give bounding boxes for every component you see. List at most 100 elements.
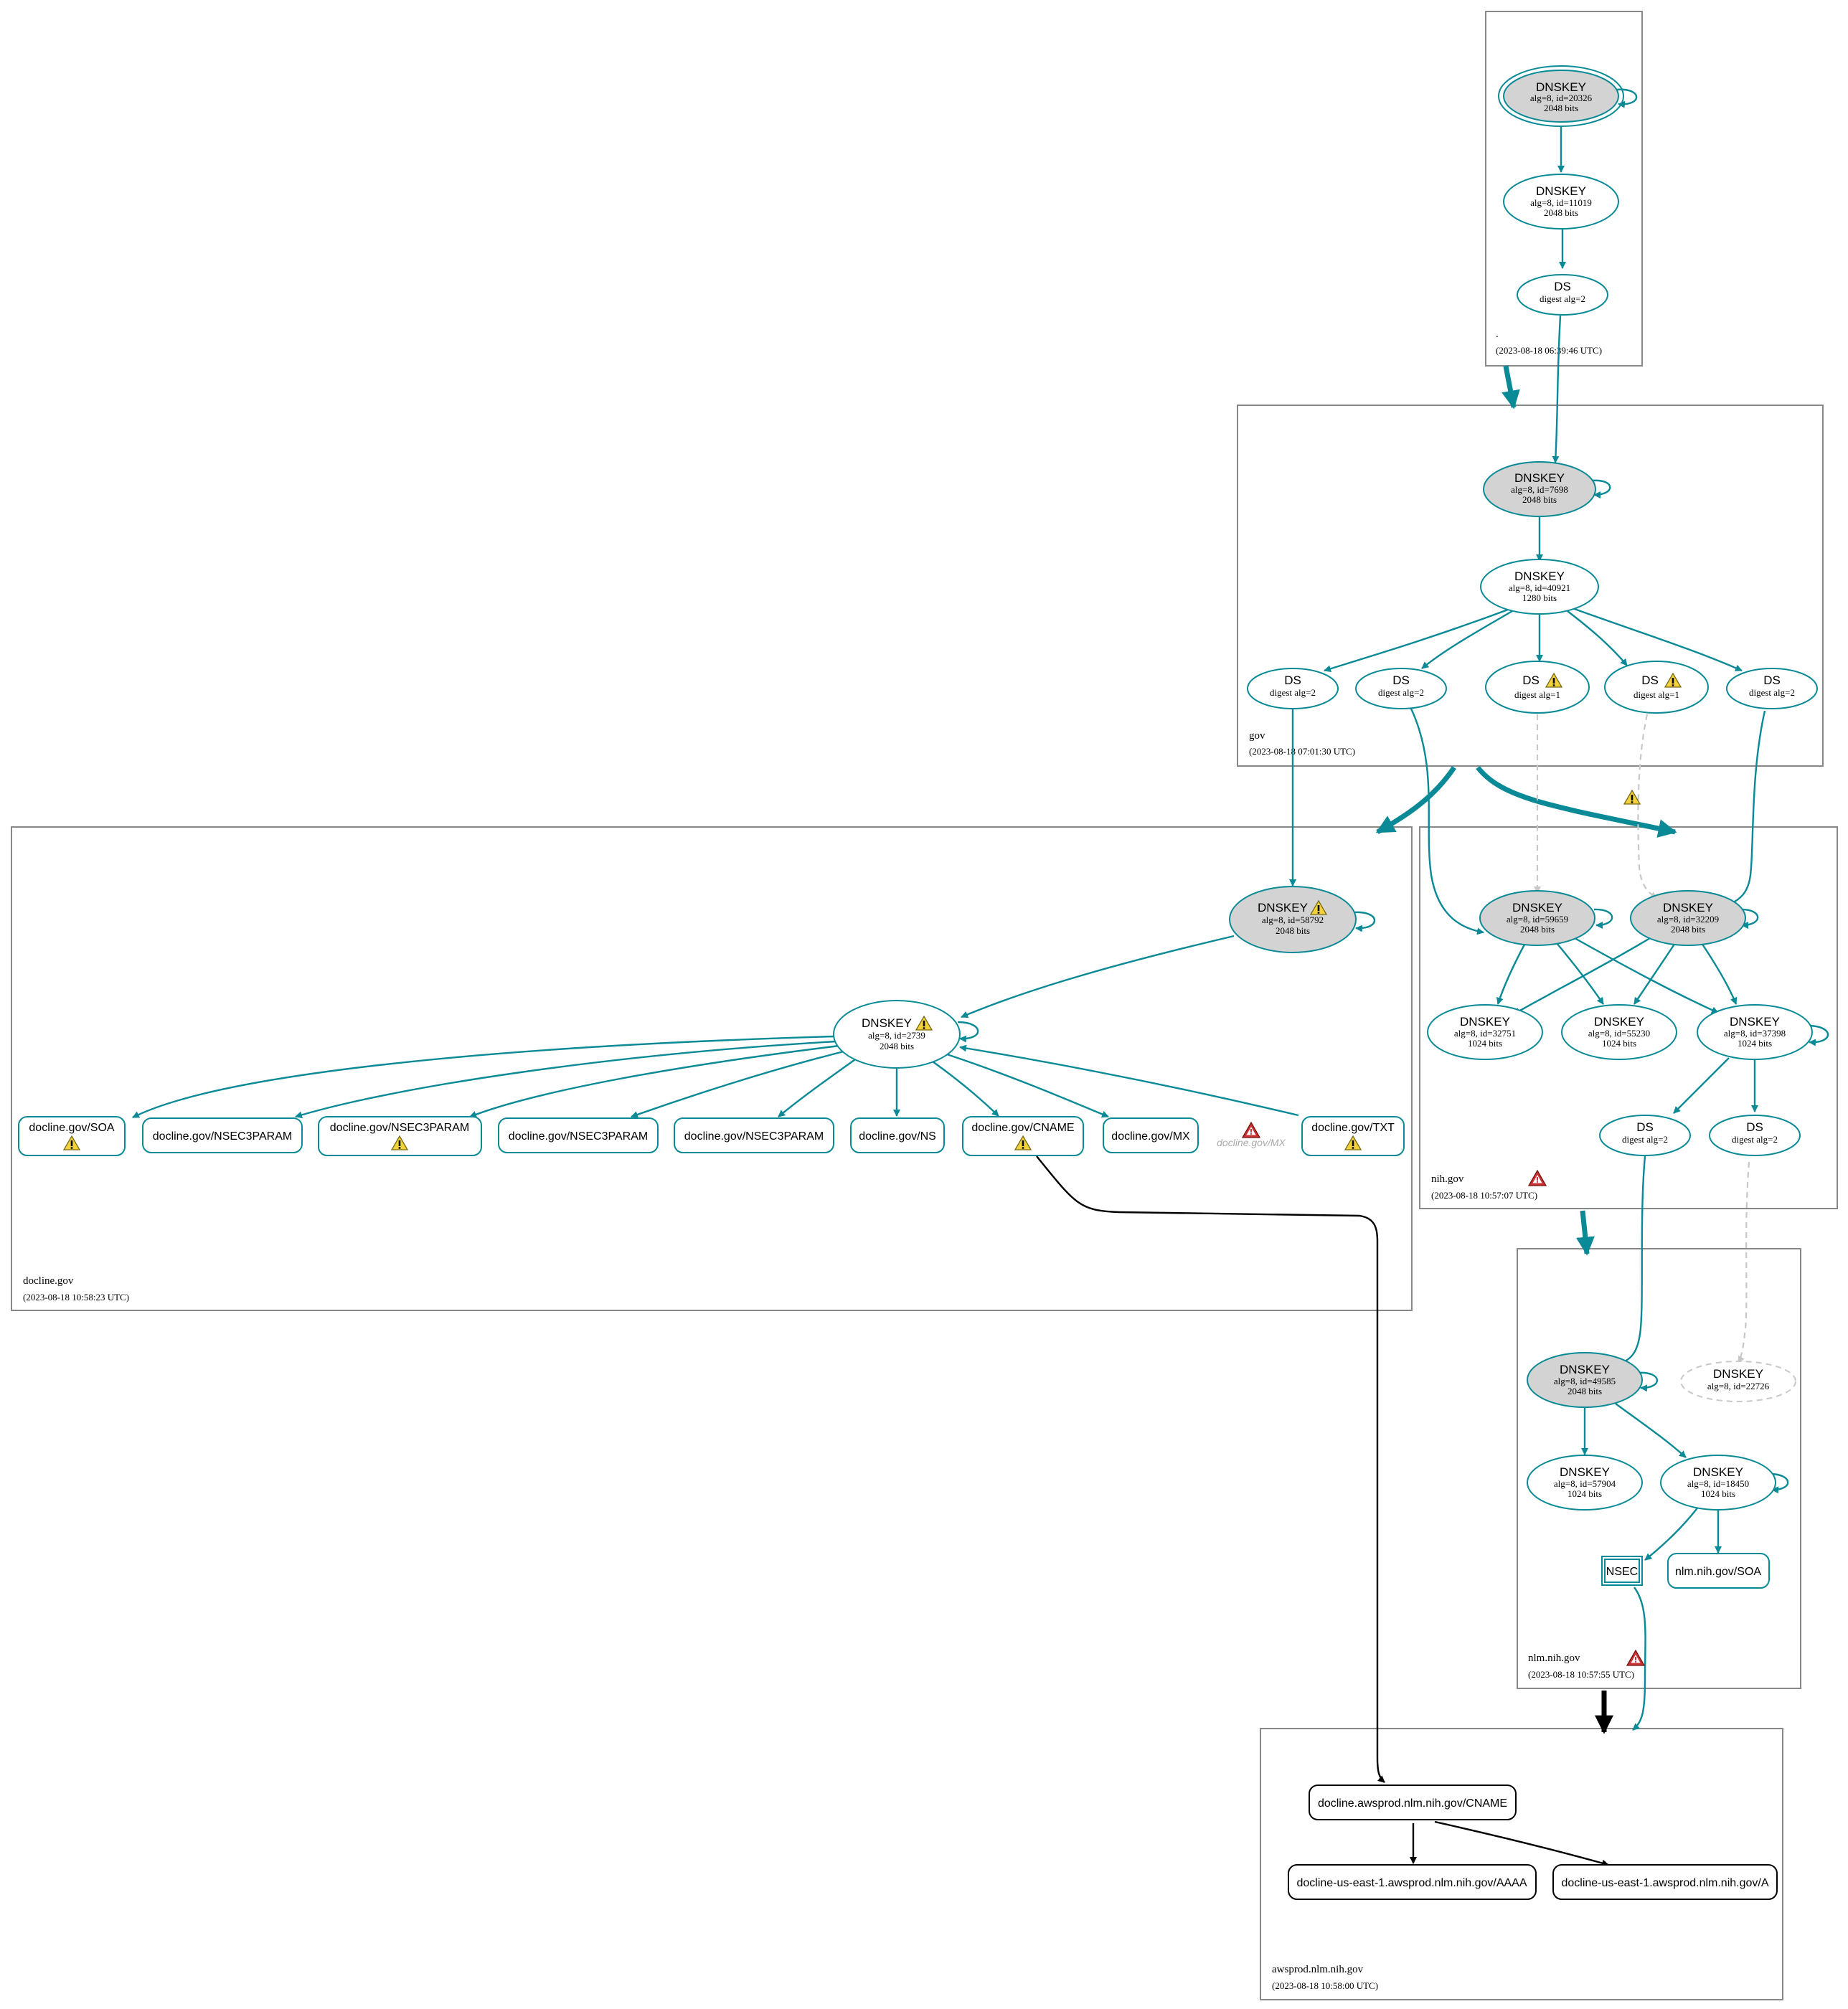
nih-ksk1-bits: 2048 bits xyxy=(1520,924,1555,935)
nlm-zsk1-title: DNSKEY xyxy=(1560,1465,1610,1479)
nlm-soa-rrset[interactable]: nlm.nih.gov/SOA xyxy=(1667,1553,1770,1589)
doc-cname-label: docline.gov/CNAME xyxy=(971,1122,1074,1134)
nih-zsk3-bits: 1024 bits xyxy=(1738,1038,1772,1049)
aws-aaaa-rrset[interactable]: docline-us-east-1.awsprod.nlm.nih.gov/AA… xyxy=(1288,1864,1537,1900)
nlm-nsec-node[interactable]: NSEC xyxy=(1601,1556,1643,1586)
doc-nsec3param3-rrset[interactable]: docline.gov/NSEC3PARAM xyxy=(498,1117,659,1153)
nih-ds2-node[interactable]: DS digest alg=2 xyxy=(1709,1115,1801,1156)
doc-mx-label: docline.gov/MX xyxy=(1111,1130,1190,1143)
gov-ds5-title: DS xyxy=(1763,673,1781,687)
edge-nlm-nsec-awsprod xyxy=(1632,1587,1646,1731)
nlm-zsk1-node[interactable]: DNSKEY alg=8, id=57904 1024 bits xyxy=(1527,1455,1643,1511)
doc-ksk-node[interactable]: DNSKEY alg=8, id=58792 2048 bits xyxy=(1229,886,1357,953)
zone-nih: nih.gov (2023-08-18 10:57:07 UTC) xyxy=(1419,826,1838,1209)
nih-ksk2-title: DNSKEY xyxy=(1663,901,1713,914)
edge-nih-ksk2-self xyxy=(1739,908,1759,929)
nlm-zsk1-id: alg=8, id=57904 xyxy=(1554,1478,1616,1489)
edge-doc-cname-aws-cname xyxy=(1036,1155,1385,1783)
zone-nih-time: (2023-08-18 10:57:07 UTC) xyxy=(1431,1190,1537,1201)
nih-ds2-digest: digest alg=2 xyxy=(1732,1134,1778,1145)
nlm-nsec-label: NSEC xyxy=(1606,1566,1638,1578)
gov-ds3-node[interactable]: DS digest alg=1 xyxy=(1485,661,1590,714)
gov-ds4-node[interactable]: DS digest alg=1 xyxy=(1604,661,1709,714)
zone-awsprod-name: awsprod.nlm.nih.gov xyxy=(1272,1964,1364,1975)
edge-doc-ksk-self xyxy=(1354,911,1376,932)
nih-ds2-title: DS xyxy=(1746,1120,1763,1134)
nih-zsk2-title: DNSKEY xyxy=(1594,1015,1644,1029)
gov-ds2-node[interactable]: DS digest alg=2 xyxy=(1355,668,1447,709)
gov-zsk-bits: 1280 bits xyxy=(1522,592,1557,603)
root-ds-node[interactable]: DS digest alg=2 xyxy=(1517,274,1608,316)
root-ksk-title: DNSKEY xyxy=(1536,80,1586,94)
edge-aws-cname-a xyxy=(1434,1820,1609,1867)
root-zsk-bits: 2048 bits xyxy=(1544,207,1578,218)
nih-ds1-node[interactable]: DS digest alg=2 xyxy=(1599,1115,1691,1156)
doc-ns-rrset[interactable]: docline.gov/NS xyxy=(850,1117,945,1153)
delegation-nih-nlm xyxy=(1576,1210,1595,1256)
nih-zsk1-node[interactable]: DNSKEY alg=8, id=32751 1024 bits xyxy=(1427,1004,1543,1060)
nih-ksk2-node[interactable]: DNSKEY alg=8, id=32209 2048 bits xyxy=(1630,890,1746,946)
doc-mx-missing-rrset[interactable]: docline.gov/MX xyxy=(1217,1122,1286,1148)
doc-zsk-id: alg=8, id=2739 xyxy=(868,1030,925,1041)
edge-gov-ds5-nih-ksk2 xyxy=(1727,710,1766,907)
edge-gov-zsk-ds2 xyxy=(1421,610,1513,669)
nih-zsk1-id: alg=8, id=32751 xyxy=(1454,1028,1516,1039)
doc-nsec3param1-rrset[interactable]: docline.gov/NSEC3PARAM xyxy=(142,1117,303,1153)
doc-nsec3param4-rrset[interactable]: docline.gov/NSEC3PARAM xyxy=(674,1117,834,1153)
nih-ksk2-bits: 2048 bits xyxy=(1671,924,1705,935)
doc-cname-rrset[interactable]: docline.gov/CNAME xyxy=(962,1116,1084,1156)
nih-zsk1-bits: 1024 bits xyxy=(1468,1038,1502,1049)
edge-nih-ksk1-zsk2 xyxy=(1556,942,1604,1005)
aws-cname-rrset[interactable]: docline.awsprod.nlm.nih.gov/CNAME xyxy=(1309,1785,1517,1820)
aws-a-rrset[interactable]: docline-us-east-1.awsprod.nlm.nih.gov/A xyxy=(1552,1864,1778,1900)
doc-ksk-title: DNSKEY xyxy=(1258,901,1308,914)
doc-soa-rrset[interactable]: docline.gov/SOA xyxy=(18,1116,126,1156)
doc-mx-rrset[interactable]: docline.gov/MX xyxy=(1103,1117,1199,1153)
edge-nih-zsk3-ds1 xyxy=(1673,1057,1730,1114)
root-ds-title: DS xyxy=(1554,280,1571,293)
nih-zsk1-title: DNSKEY xyxy=(1460,1015,1510,1029)
doc-zsk-node[interactable]: DNSKEY alg=8, id=2739 2048 bits xyxy=(833,1000,961,1069)
zone-nlm-time: (2023-08-18 10:57:55 UTC) xyxy=(1528,1669,1634,1680)
doc-mx-missing-label: docline.gov/MX xyxy=(1217,1137,1286,1148)
doc-nsec3param2-rrset[interactable]: docline.gov/NSEC3PARAM xyxy=(318,1116,482,1156)
gov-ds3-title: DS xyxy=(1522,673,1540,687)
edge-nlm-zsk2-nsec xyxy=(1644,1505,1700,1561)
edge-root-ds-gov-ksk xyxy=(1552,315,1562,463)
zone-root-name: . xyxy=(1496,328,1499,340)
zone-gov: gov (2023-08-18 07:01:30 UTC) xyxy=(1237,405,1824,767)
doc-nsec3param1-label: docline.gov/NSEC3PARAM xyxy=(153,1130,292,1143)
nlm-zsk2-node[interactable]: DNSKEY alg=8, id=18450 1024 bits xyxy=(1660,1455,1776,1511)
nih-zsk3-node[interactable]: DNSKEY alg=8, id=37398 1024 bits xyxy=(1697,1004,1813,1060)
nih-ksk1-title: DNSKEY xyxy=(1512,901,1562,914)
nlm-missing-dnskey-node[interactable]: DNSKEY alg=8, id=22726 xyxy=(1680,1361,1796,1402)
gov-ds1-title: DS xyxy=(1284,673,1301,687)
root-ksk-node[interactable]: DNSKEY alg=8, id=20326 2048 bits xyxy=(1498,65,1624,127)
edge-nih-ksk2-zsk1 xyxy=(1513,937,1651,1016)
nih-ksk1-node[interactable]: DNSKEY alg=8, id=59659 2048 bits xyxy=(1479,890,1595,946)
edge-nlm-zsk2-self xyxy=(1769,1473,1789,1494)
root-ksk-id: alg=8, id=20326 xyxy=(1530,93,1593,103)
doc-soa-label: docline.gov/SOA xyxy=(29,1122,115,1134)
nih-zsk2-node[interactable]: DNSKEY alg=8, id=55230 1024 bits xyxy=(1561,1004,1677,1060)
gov-ds4-title: DS xyxy=(1641,673,1659,687)
root-ksk-bits: 2048 bits xyxy=(1544,103,1578,113)
root-zsk-title: DNSKEY xyxy=(1536,184,1586,198)
nlm-ksk-node[interactable]: DNSKEY alg=8, id=49585 2048 bits xyxy=(1527,1352,1643,1408)
nlm-zsk2-bits: 1024 bits xyxy=(1701,1488,1735,1499)
edge-nih-ksk2-zsk2 xyxy=(1634,942,1676,1005)
gov-ds5-node[interactable]: DS digest alg=2 xyxy=(1726,668,1818,709)
gov-ds3-digest: digest alg=1 xyxy=(1514,689,1560,700)
edge-doc-zsk-n3p2 xyxy=(469,1044,840,1118)
zone-docline-name: docline.gov xyxy=(23,1275,74,1287)
gov-ds1-node[interactable]: DS digest alg=2 xyxy=(1247,668,1339,709)
edge-doc-zsk-self xyxy=(957,1021,979,1043)
root-zsk-node[interactable]: DNSKEY alg=8, id=11019 2048 bits xyxy=(1503,174,1619,230)
edge-gov-ds2-nih-ksk1 xyxy=(1410,708,1484,935)
doc-nsec3param4-label: docline.gov/NSEC3PARAM xyxy=(684,1130,824,1143)
gov-ksk-node[interactable]: DNSKEY alg=8, id=7698 2048 bits xyxy=(1483,461,1596,517)
edge-gov-zsk-ds5 xyxy=(1572,607,1743,672)
edge-nlm-ksk-self xyxy=(1638,1371,1659,1392)
gov-zsk-node[interactable]: DNSKEY alg=8, id=40921 1280 bits xyxy=(1480,559,1599,615)
doc-txt-rrset[interactable]: docline.gov/TXT xyxy=(1301,1116,1405,1156)
